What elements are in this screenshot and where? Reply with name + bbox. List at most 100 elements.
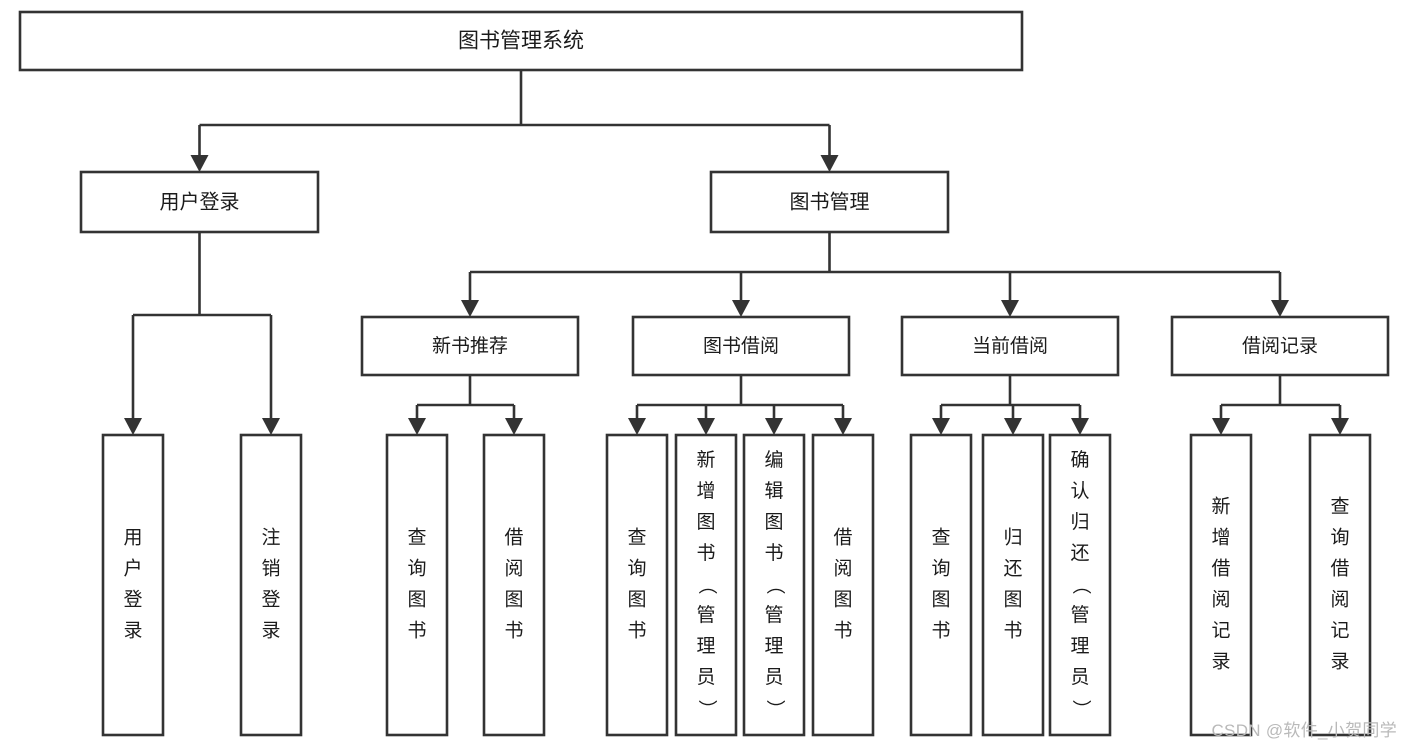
leaf-node-1-box [239, 433, 303, 737]
svg-text:确: 确 [1070, 449, 1089, 471]
arrow-head-icon [461, 300, 479, 317]
svg-text:图: 图 [931, 590, 950, 611]
svg-text:阅: 阅 [1211, 589, 1230, 611]
svg-text:归: 归 [1003, 527, 1022, 549]
svg-text:图: 图 [833, 590, 852, 611]
svg-text:阅: 阅 [504, 558, 523, 580]
leaf-node-2-box [385, 433, 449, 737]
svg-text:）: ） [1070, 699, 1092, 718]
svg-text:用: 用 [123, 528, 142, 549]
svg-text:书: 书 [764, 542, 783, 564]
arrow-head-icon [834, 418, 852, 435]
svg-text:阅: 阅 [1330, 589, 1349, 611]
svg-text:借: 借 [504, 527, 523, 549]
level3-node-3[interactable]: 借阅记录 [1170, 315, 1390, 377]
svg-text:登: 登 [123, 589, 142, 611]
arrow-head-icon [628, 418, 646, 435]
level3-node-2-label: 当前借阅 [972, 335, 1048, 357]
arrow-head-icon [408, 418, 426, 435]
level3-node-2[interactable]: 当前借阅 [900, 315, 1120, 377]
svg-text:理: 理 [764, 636, 783, 657]
leaf-node-0[interactable]: 用户登录 [101, 433, 165, 737]
svg-text:（: （ [1070, 575, 1092, 594]
svg-text:登: 登 [261, 589, 280, 611]
connectors-layer [124, 70, 1349, 435]
svg-text:理: 理 [696, 636, 715, 657]
root-node[interactable]: 图书管理系统 [18, 10, 1024, 72]
svg-text:图: 图 [407, 590, 426, 611]
arrow-head-icon [697, 418, 715, 435]
svg-text:图: 图 [627, 590, 646, 611]
level3-node-1-box [631, 315, 851, 377]
arrow-head-icon [1331, 418, 1349, 435]
level2-node-1-box [709, 170, 950, 234]
svg-text:查: 查 [931, 527, 950, 549]
arrow-head-icon [190, 155, 209, 172]
leaf-node-8-box [909, 433, 973, 737]
arrow-head-icon [932, 418, 950, 435]
arrow-head-icon [1271, 300, 1289, 317]
svg-text:增: 增 [1211, 527, 1230, 549]
svg-text:询: 询 [627, 558, 646, 580]
arrow-head-icon [732, 300, 750, 317]
leaf-node-9-box [981, 433, 1045, 737]
svg-text:录: 录 [261, 621, 280, 642]
arrow-head-icon [1071, 418, 1089, 435]
level3-node-1[interactable]: 图书借阅 [631, 315, 851, 377]
svg-text:询: 询 [931, 558, 950, 580]
arrow-head-icon [765, 418, 783, 435]
level2-node-1-label: 图书管理 [790, 190, 870, 213]
leaf-node-0-box [101, 433, 165, 737]
leaf-node-0-label: 用户登录 [123, 528, 142, 642]
level2-node-0-box [79, 170, 320, 234]
svg-text:书: 书 [627, 620, 646, 642]
svg-text:还: 还 [1003, 558, 1022, 580]
arrow-head-icon [1212, 418, 1230, 435]
svg-text:编: 编 [764, 449, 783, 471]
level3-node-0-label: 新书推荐 [432, 335, 508, 357]
svg-text:书: 书 [504, 620, 523, 642]
level2-node-1[interactable]: 图书管理 [709, 170, 950, 234]
arrow-head-icon [124, 418, 142, 435]
svg-text:还: 还 [1070, 542, 1089, 564]
svg-text:管: 管 [696, 604, 715, 626]
level3-node-2-box [900, 315, 1120, 377]
arrow-head-icon [262, 418, 280, 435]
svg-text:图: 图 [764, 512, 783, 533]
svg-text:记: 记 [1211, 620, 1230, 642]
svg-text:询: 询 [407, 558, 426, 580]
level3-node-0[interactable]: 新书推荐 [360, 315, 580, 377]
arrow-head-icon [1001, 300, 1019, 317]
nodes-layer: 图书管理系统用户登录图书管理新书推荐图书借阅当前借阅借阅记录用户登录注销登录查询… [18, 10, 1390, 737]
svg-text:图: 图 [696, 512, 715, 533]
leaf-node-7-box [811, 433, 875, 737]
svg-text:查: 查 [1330, 496, 1349, 518]
leaf-node-5-box [674, 433, 738, 737]
svg-text:书: 书 [1003, 620, 1022, 642]
level2-node-0[interactable]: 用户登录 [79, 170, 320, 234]
svg-text:借: 借 [1211, 558, 1230, 580]
svg-text:书: 书 [407, 620, 426, 642]
svg-text:录: 录 [1330, 652, 1349, 673]
leaf-node-11-box [1189, 433, 1253, 737]
